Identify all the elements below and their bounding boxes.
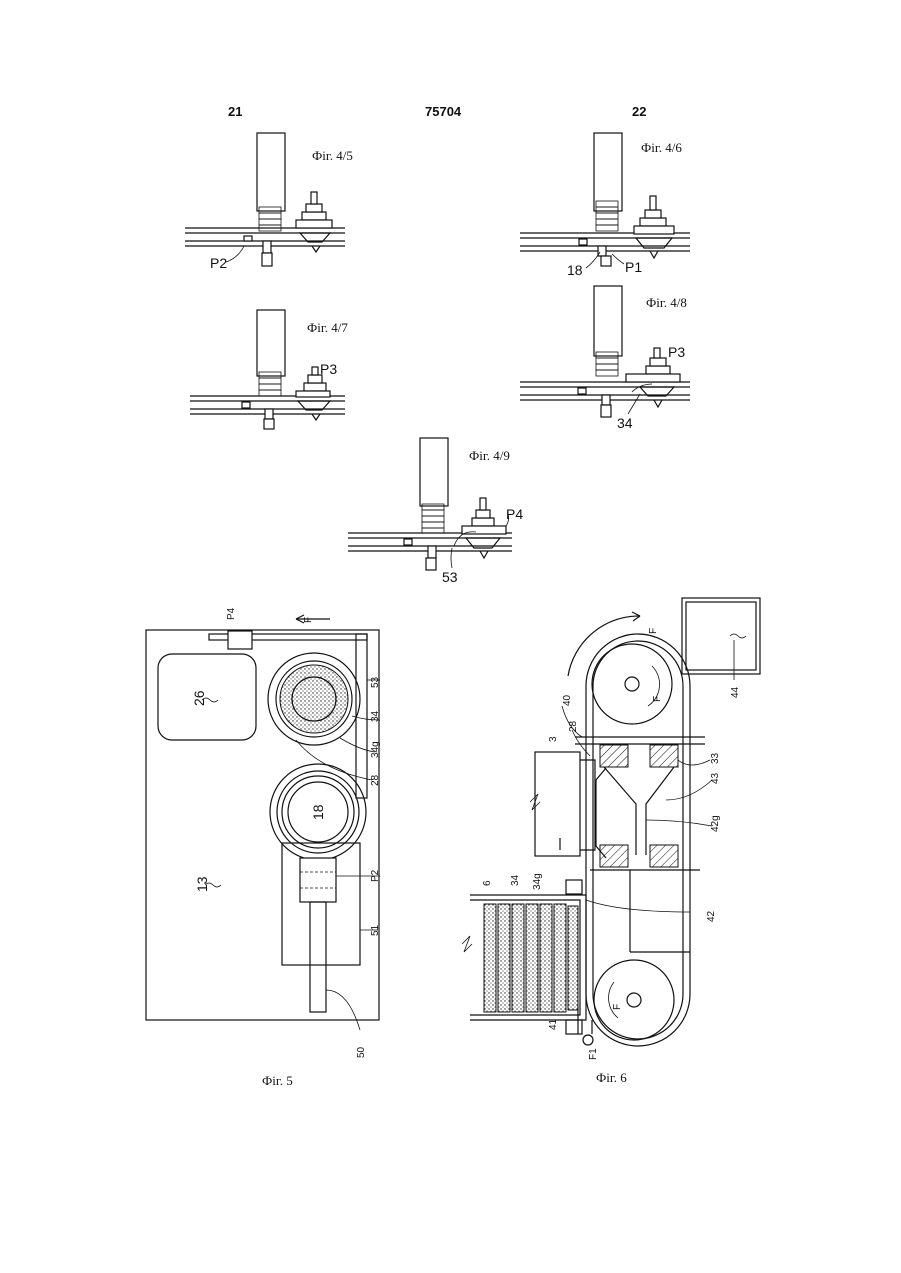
caption-fig-4-5: Фіг. 4/5 (312, 148, 353, 163)
label-33-fig-6: 33 (710, 752, 721, 764)
caption-fig-5: Фіг. 5 (262, 1073, 293, 1088)
label-P4-fig-4-9: P4 (506, 506, 523, 522)
label-40-fig-6: 40 (562, 694, 573, 706)
label-6-fig-6: 6 (482, 880, 493, 886)
label-34g-fig-5: 34g (370, 741, 381, 758)
label-P1-fig-4-6: P1 (625, 259, 642, 275)
label-F-top-fig-6: F (648, 628, 659, 634)
label-P2-fig-4-5: P2 (210, 255, 227, 271)
caption-fig-4-8: Фіг. 4/8 (646, 295, 687, 310)
label-P4-fig-5: P4 (226, 607, 237, 620)
label-34-fig-4-8: 34 (617, 415, 633, 431)
caption-fig-4-6: Фіг. 4/6 (641, 140, 682, 155)
label-34g-fig-6: 34g (532, 873, 543, 890)
label-53-fig-5: 53 (370, 676, 381, 688)
figure-4-9: Фіг. 4/9 P4 53 (348, 438, 523, 585)
label-42g-fig-6: 42g (710, 815, 721, 832)
label-F-upper-pulley-fig-6: F (652, 696, 663, 702)
label-34-fig-6: 34 (510, 874, 521, 886)
label-P3-fig-4-8: P3 (668, 344, 685, 360)
figure-5: P4 F 26 53 34 34g 28 18 P2 13 51 50 Фіг.… (146, 607, 381, 1088)
label-P2-fig-5: P2 (370, 869, 381, 882)
label-F-fig-5: F (303, 617, 314, 623)
caption-fig-6: Фіг. 6 (596, 1070, 627, 1085)
label-51-fig-5: 51 (370, 924, 381, 936)
label-50-fig-5: 50 (356, 1046, 367, 1058)
label-34-fig-5: 34 (370, 710, 381, 722)
figure-4-5: Фіг. 4/5 P2 (185, 133, 353, 271)
label-42-fig-6: 42 (706, 910, 717, 922)
label-F1-fig-6: F1 (588, 1048, 599, 1060)
label-41-fig-6: 41 (548, 1018, 559, 1030)
label-44-fig-6: 44 (730, 686, 741, 698)
label-43-fig-6: 43 (710, 772, 721, 784)
label-26-fig-5: 26 (191, 690, 207, 706)
figure-4-6: Фіг. 4/6 18 P1 (520, 133, 690, 278)
label-18-fig-4-6: 18 (567, 262, 583, 278)
caption-fig-4-7: Фіг. 4/7 (307, 320, 348, 335)
figure-4-8: Фіг. 4/8 P3 34 (520, 286, 690, 431)
label-P3-fig-4-7: P3 (320, 361, 337, 377)
figure-6: F F F 44 40 28 3 33 43 42g 6 34 34g 42 4… (462, 598, 760, 1085)
label-28-fig-6: 28 (568, 720, 579, 732)
label-28-fig-5: 28 (370, 774, 381, 786)
label-53-fig-4-9: 53 (442, 569, 458, 585)
filter-stack (484, 904, 578, 1012)
label-F-lower-pulley-fig-6: F (612, 1004, 623, 1010)
caption-fig-4-9: Фіг. 4/9 (469, 448, 510, 463)
label-18-fig-5: 18 (310, 804, 326, 820)
label-3-fig-6: 3 (548, 736, 559, 742)
figure-4-7: Фіг. 4/7 P3 (190, 310, 348, 429)
label-13-fig-5: 13 (194, 876, 210, 892)
